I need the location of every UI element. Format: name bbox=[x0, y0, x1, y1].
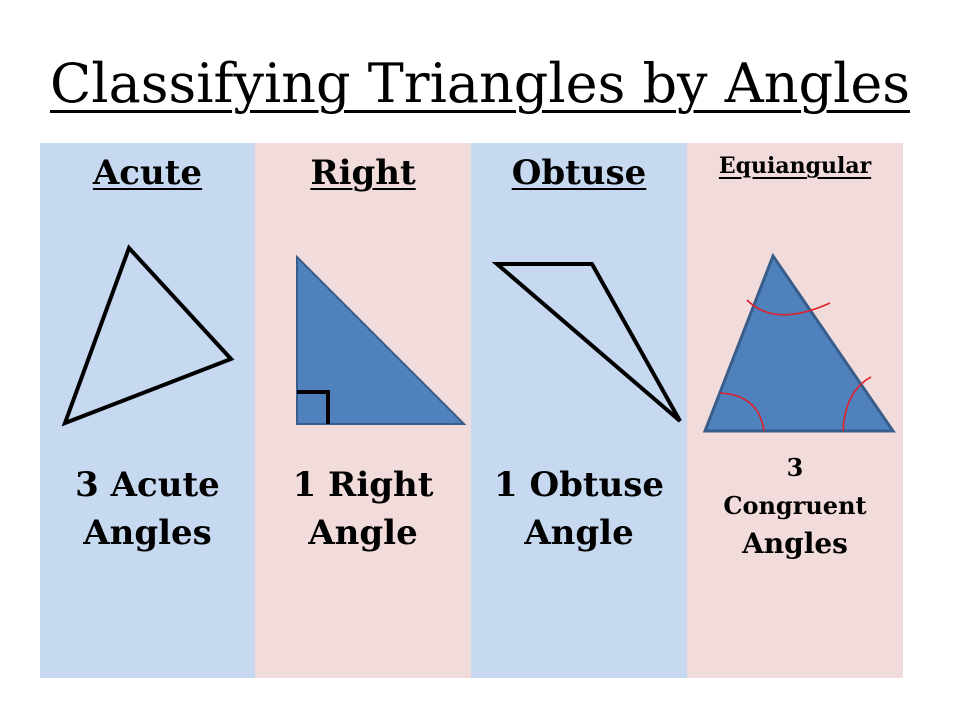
column-obtuse: Obtuse 1 Obtuse Angle bbox=[471, 143, 687, 678]
caption-right: 1 Right Angle bbox=[255, 461, 471, 557]
column-right: Right 1 Right Angle bbox=[255, 143, 471, 678]
acute-triangle bbox=[61, 244, 235, 427]
caption-right-line-1: 1 Right bbox=[292, 465, 434, 505]
column-equiangular: Equiangular 3 Congruent Angles bbox=[687, 143, 903, 678]
equiangular-triangle bbox=[702, 252, 896, 433]
caption-obtuse-line-1: 1 Obtuse bbox=[493, 465, 665, 505]
heading-acute: Acute bbox=[92, 153, 203, 193]
caption-equiangular-line-2: Congruent bbox=[723, 491, 867, 520]
caption-obtuse-line-2: Angle bbox=[524, 513, 634, 553]
caption-acute-line-2: Angles bbox=[83, 513, 212, 553]
caption-right-line-2: Angle bbox=[308, 513, 418, 553]
arc-bottom-left bbox=[719, 392, 765, 432]
heading-right: Right bbox=[310, 153, 416, 193]
caption-acute-line-1: 3 Acute bbox=[75, 465, 220, 505]
caption-obtuse: 1 Obtuse Angle bbox=[471, 461, 687, 557]
column-acute: Acute 3 Acute Angles bbox=[40, 143, 255, 678]
caption-equiangular: 3 Congruent Angles bbox=[687, 449, 903, 563]
caption-equiangular-line-3: Angles bbox=[742, 527, 848, 560]
right-triangle-shape bbox=[296, 254, 467, 425]
obtuse-triangle bbox=[491, 262, 682, 423]
right-triangle bbox=[296, 254, 467, 425]
heading-obtuse: Obtuse bbox=[511, 153, 647, 193]
caption-acute: 3 Acute Angles bbox=[40, 461, 255, 557]
acute-triangle-outline bbox=[61, 244, 235, 427]
caption-equiangular-line-1: 3 bbox=[786, 453, 804, 482]
obtuse-triangle-outline bbox=[491, 262, 682, 423]
slide-title: Classifying Triangles by Angles bbox=[49, 52, 911, 115]
right-angle-marker bbox=[297, 390, 330, 424]
equiangular-triangle-shape bbox=[702, 252, 896, 433]
arc-top bbox=[746, 299, 831, 316]
heading-equiangular: Equiangular bbox=[718, 153, 872, 179]
arc-bottom-right bbox=[842, 376, 872, 432]
